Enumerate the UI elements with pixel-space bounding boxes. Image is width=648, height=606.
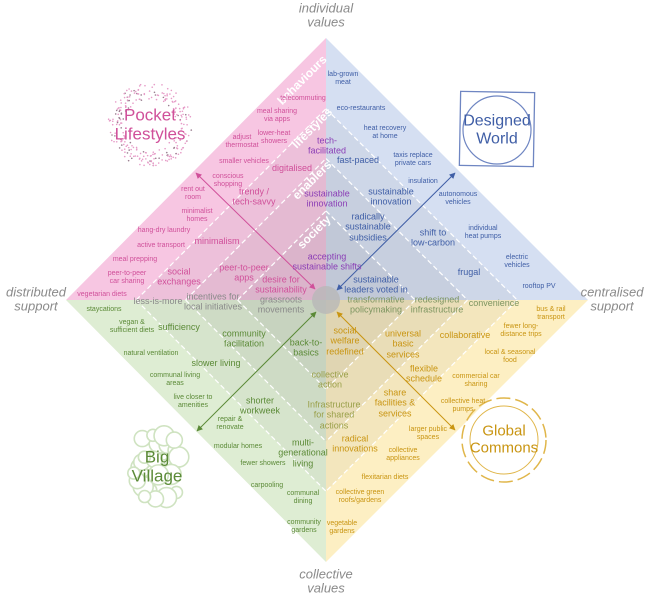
pocket-behaviours-item: smaller vehicles <box>219 158 269 166</box>
commons-behaviours-item: local & seasonal food <box>485 349 536 365</box>
commons-behaviours-item: collective green roofs/gardens <box>336 489 385 505</box>
pocket-behaviours-item: telecommuting <box>280 95 326 103</box>
village-behaviours-item: repair & renovate <box>216 416 243 432</box>
commons-behaviours-item: bus & rail transport <box>536 306 565 322</box>
village-behaviours-item: vegan & sufficient diets <box>110 319 154 335</box>
designed-themes-item: sustainable innovation <box>368 187 414 208</box>
village-behaviours-item: communal living areas <box>150 372 200 388</box>
designed-behaviours-item: autonomous vehicles <box>439 191 478 207</box>
designed-neutral-item: redesigned infrastructure <box>411 295 464 316</box>
designed-themes-item: sustainable leaders voted in <box>344 275 408 296</box>
axis-label-collective-values: collective values <box>299 568 352 597</box>
village-behaviours-item: communal dining <box>287 490 319 506</box>
commons-themes-item: radical innovations <box>332 434 378 455</box>
designed-themes-item: frugal <box>458 267 481 277</box>
pocket-neutral-item: grassroots movements <box>258 295 305 316</box>
axis-label-individual-values: individual values <box>299 2 353 31</box>
commons-themes-item: universal basic services <box>385 328 421 359</box>
designed-behaviours-item: eco-restaurants <box>337 105 386 113</box>
scenario-big-village: Big Village <box>132 448 183 485</box>
designed-behaviours-item: heat recovery at home <box>364 125 406 141</box>
pocket-behaviours-item: meal sharing via apps <box>257 108 297 124</box>
shared-top-item: tech- facilitated <box>308 136 346 157</box>
village-behaviours-item: live closer to amenities <box>174 394 213 410</box>
commons-behaviours-item: vegetable gardens <box>327 520 357 536</box>
scenario-designed-world: Designed World <box>463 112 531 147</box>
pocket-behaviours-item: minimalist homes <box>181 208 212 224</box>
village-neutral-item: collective action <box>311 370 348 391</box>
village-themes-item: community facilitation <box>222 329 266 350</box>
village-behaviours-item: carpooling <box>251 482 283 490</box>
commons-behaviours-item: collective appliances <box>386 447 419 463</box>
designed-neutral-item: convenience <box>469 298 520 308</box>
pocket-behaviours-item: lower-heat showers <box>258 130 291 146</box>
designed-neutral-item: transformative policymaking <box>347 295 404 316</box>
pocket-behaviours-item: vegetarian diets <box>77 291 126 299</box>
commons-themes-item: collaborative <box>440 330 491 340</box>
village-themes-item: sufficiency <box>158 322 200 332</box>
village-themes-item: back-to- basics <box>290 338 323 359</box>
pocket-themes-item: minimalism <box>195 236 240 246</box>
pocket-themes-item: social exchanges <box>157 267 201 288</box>
designed-themes-item: radically sustainable subsidies <box>345 211 391 242</box>
village-neutral-item: Infrastructure for shared actions <box>307 399 360 430</box>
commons-themes-item: social welfare redefined <box>326 325 364 356</box>
village-behaviours-item: staycations <box>86 306 121 314</box>
shared-top-item: sustainable innovation <box>304 189 350 210</box>
village-themes-item: shorter workweek <box>240 396 280 417</box>
pocket-neutral-item: less-is-more <box>133 296 182 306</box>
scenario-pocket-lifestyles: Pocket Lifestyles <box>115 106 186 143</box>
commons-behaviours-item: fewer long- distance trips <box>500 323 541 339</box>
designed-behaviours-item: rooftop PV <box>522 283 555 291</box>
shared-top-item: accepting sustainable shifts <box>292 252 361 273</box>
village-behaviours-item: community gardens <box>287 519 321 535</box>
center-origin-circle <box>312 286 340 314</box>
designed-behaviours-item: electric vehicles <box>504 254 529 270</box>
pocket-behaviours-item: meal prepping <box>113 256 157 264</box>
pocket-behaviours-item: peer-to-peer car sharing <box>108 270 147 286</box>
village-themes-item: multi- generational living <box>278 437 328 468</box>
designed-behaviours-item: individual heat pumps <box>465 225 502 241</box>
commons-behaviours-item: larger public spaces <box>409 426 447 442</box>
designed-behaviours-item: insulation <box>408 178 438 186</box>
pocket-neutral-item: incentives for local initiatives <box>184 292 242 313</box>
pocket-behaviours-item: rent out room <box>181 186 205 202</box>
designed-themes-item: fast-paced <box>337 155 379 165</box>
axis-label-distributed-support: distributed support <box>6 286 66 315</box>
commons-behaviours-item: collective heat pumps <box>441 398 485 414</box>
village-behaviours-item: natural ventilation <box>124 350 179 358</box>
pocket-themes-item: digitalised <box>272 163 312 173</box>
pocket-behaviours-item: active transport <box>137 242 185 250</box>
village-behaviours-item: modular homes <box>214 443 262 451</box>
pocket-behaviours-item: adjust thermostat <box>225 134 258 150</box>
designed-themes-item: shift to low-carbon <box>411 228 455 249</box>
pocket-themes-item: desire for sustainability <box>255 275 307 296</box>
commons-behaviours-item: commercial car sharing <box>452 373 499 389</box>
commons-themes-item: flexible schedule <box>406 364 442 385</box>
village-themes-item: slower living <box>191 358 240 368</box>
scenario-global-commons: Global Commons <box>470 424 538 457</box>
commons-themes-item: share facilities & services <box>375 387 416 418</box>
designed-behaviours-item: taxis replace private cars <box>393 152 432 168</box>
axis-label-centralised-support: centralised support <box>581 286 644 315</box>
designed-behaviours-item: lab-grown meat <box>328 71 359 87</box>
pocket-behaviours-item: hang-dry laundry <box>138 227 191 235</box>
commons-behaviours-item: flexitarian diets <box>362 474 409 482</box>
pocket-themes-item: trendy / tech-savvy <box>232 187 275 208</box>
